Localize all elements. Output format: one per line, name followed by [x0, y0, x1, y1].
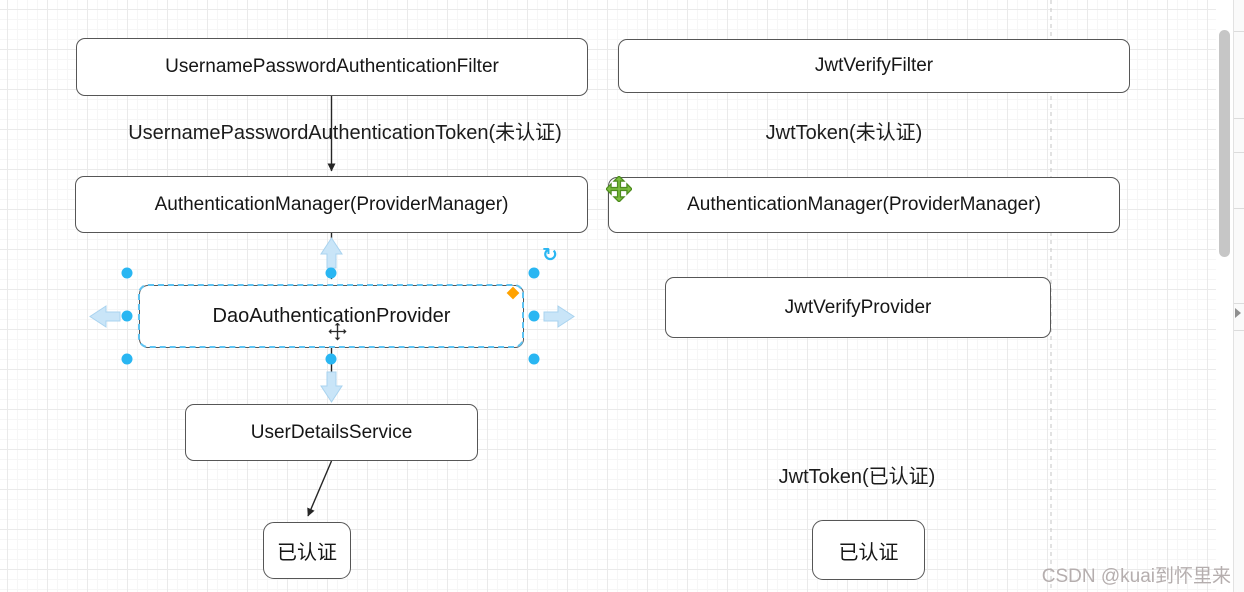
vertical-scrollbar-thumb[interactable] — [1219, 30, 1230, 257]
panel-divider — [1234, 31, 1244, 32]
node-username-password-filter[interactable]: UsernamePasswordAuthenticationFilter — [76, 38, 588, 96]
edge-user-details-to-authenticated[interactable] — [307, 460, 333, 517]
node-label: AuthenticationManager(ProviderManager) — [154, 193, 509, 215]
rotate-handle-icon[interactable]: ↻ — [542, 245, 558, 266]
node-jwt-verify-filter[interactable]: JwtVerifyFilter — [618, 39, 1130, 93]
selection-handle-n[interactable] — [325, 267, 337, 279]
node-label: 已认证 — [277, 542, 337, 564]
direction-arrow-right-icon[interactable] — [543, 305, 575, 328]
panel-divider — [1234, 303, 1244, 304]
direction-arrow-up-icon[interactable] — [320, 237, 343, 269]
direction-arrow-down-icon[interactable] — [320, 371, 343, 403]
node-label: JwtVerifyFilter — [814, 55, 934, 76]
selection-handle-se[interactable] — [528, 353, 540, 365]
selection-handle-ne[interactable] — [528, 267, 540, 279]
panel-divider — [1234, 152, 1244, 153]
node-auth-manager-right[interactable]: AuthenticationManager(ProviderManager) — [608, 177, 1120, 233]
node-authenticated-left[interactable]: 已认证 — [263, 522, 351, 579]
node-auth-manager-left[interactable]: AuthenticationManager(ProviderManager) — [75, 176, 588, 233]
selection-handle-w[interactable] — [121, 310, 133, 322]
edge-label-username-password-token[interactable]: UsernamePasswordAuthenticationToken(未认证) — [128, 122, 562, 144]
node-jwt-verify-provider[interactable]: JwtVerifyProvider — [665, 277, 1051, 338]
collapsed-side-panel — [1233, 0, 1244, 592]
node-label: JwtVerifyProvider — [784, 296, 932, 318]
watermark-text: CSDN @kuai到怀里来 — [1041, 566, 1231, 587]
selection-handle-e[interactable] — [528, 310, 540, 322]
selection-handle-nw[interactable] — [121, 267, 133, 279]
panel-divider — [1234, 208, 1244, 209]
node-label: AuthenticationManager(ProviderManager) — [687, 194, 1041, 215]
node-user-details-service[interactable]: UserDetailsService — [185, 404, 478, 461]
selection-handle-s[interactable] — [325, 353, 337, 365]
edge-label-jwt-token-authenticated[interactable]: JwtToken(已认证) — [778, 466, 936, 488]
edge-label-jwt-token-unauthenticated[interactable]: JwtToken(未认证) — [765, 122, 923, 144]
selection-outline — [138, 284, 524, 348]
panel-divider — [1234, 118, 1244, 119]
panel-expand-icon[interactable] — [1235, 308, 1241, 318]
node-authenticated-right[interactable]: 已认证 — [812, 520, 925, 580]
node-label: UsernamePasswordAuthenticationFilter — [165, 56, 499, 77]
node-label: DaoAuthenticationProvider — [212, 305, 451, 327]
node-label: 已认证 — [838, 541, 899, 564]
panel-divider — [1234, 330, 1244, 331]
node-label: UserDetailsService — [250, 421, 413, 443]
direction-arrow-left-icon[interactable] — [89, 305, 121, 328]
selection-handle-sw[interactable] — [121, 353, 133, 365]
